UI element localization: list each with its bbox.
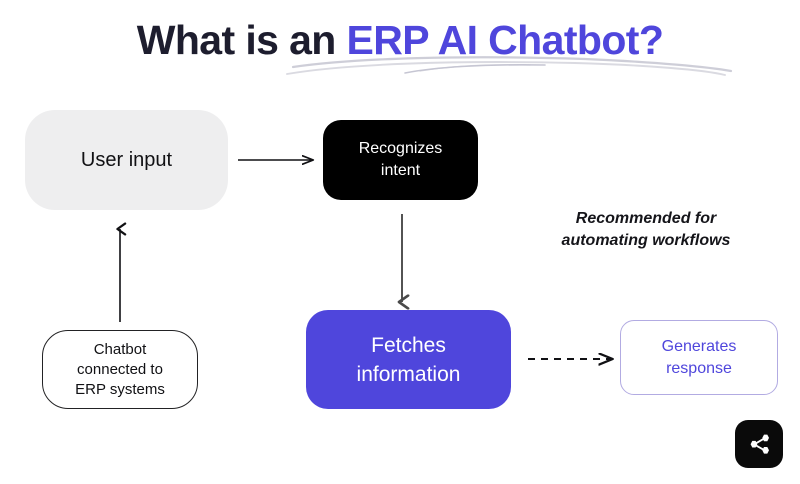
- annotation-recommended-for-automating-workflows: Recommended for automating workflows: [530, 208, 762, 252]
- node-generates-response[interactable]: Generates response: [620, 320, 778, 395]
- share-badge[interactable]: [735, 420, 783, 468]
- node-recognizes-intent-label: Recognizes intent: [351, 138, 451, 182]
- node-chatbot-erp-line3: ERP systems: [75, 380, 165, 398]
- node-generates-response-label: Generates response: [654, 336, 745, 380]
- node-user-input-label: User input: [80, 149, 173, 171]
- page-title-accent: ERP AI Chatbot?: [346, 17, 664, 63]
- page-title-prefix: What is an: [136, 17, 347, 63]
- node-chatbot-connected-to-erp-systems[interactable]: Chatbot connected to ERP systems: [42, 330, 198, 409]
- node-recognizes-intent[interactable]: Recognizes intent: [323, 120, 478, 200]
- node-fetches-information-label: Fetches information: [349, 331, 469, 389]
- node-fetches-information[interactable]: Fetches information: [306, 310, 511, 409]
- node-generates-response-line2: response: [666, 359, 732, 377]
- share-icon: [750, 434, 769, 454]
- node-user-input[interactable]: User input: [25, 110, 228, 210]
- node-generates-response-line1: Generates: [661, 337, 737, 355]
- node-recognizes-intent-line1: Recognizes: [358, 140, 443, 157]
- annotation-line1: Recommended for: [575, 210, 717, 227]
- annotation-line2: automating workflows: [561, 232, 731, 249]
- node-chatbot-erp-line1: Chatbot: [93, 340, 147, 358]
- node-chatbot-erp-label: Chatbot connected to ERP systems: [67, 340, 173, 400]
- node-recognizes-intent-line2: intent: [380, 162, 421, 179]
- node-fetches-information-line2: information: [356, 362, 461, 386]
- node-chatbot-erp-line2: connected to: [77, 360, 163, 378]
- node-fetches-information-line1: Fetches: [371, 333, 446, 357]
- page-title: What is an ERP AI Chatbot?: [0, 14, 800, 66]
